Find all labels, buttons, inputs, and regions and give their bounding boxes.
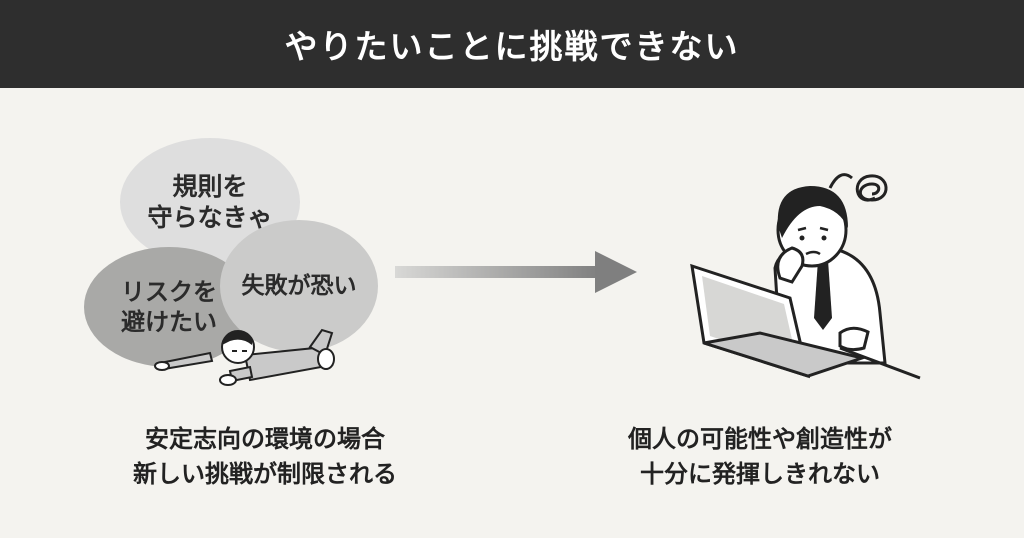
right-caption: 個人の可能性や創造性が 十分に発揮しきれない [628,425,892,488]
page-title: やりたいことに挑戦できない [284,27,740,66]
left-caption: 安定志向の環境の場合 新しい挑戦が制限される [133,425,397,488]
bubble-rules: 規則を 守らなきゃ [120,138,300,266]
page-title-bar: やりたいことに挑戦できない [0,0,1024,88]
worried-man-laptop-illustration [690,173,921,380]
right-arrow-icon [395,251,637,293]
crushed-man-illustration [154,328,335,386]
bubble-fear-failure: 失敗が恐い [220,220,378,352]
